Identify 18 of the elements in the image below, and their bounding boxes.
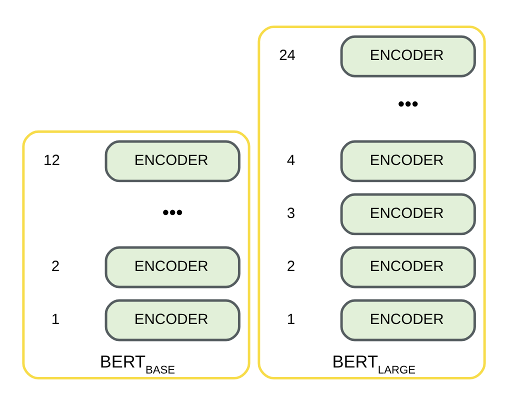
label: ••• — [162, 202, 183, 224]
node-box: ENCODER — [104, 140, 240, 182]
node-box: ENCODER — [340, 140, 476, 182]
node-label: 3 — [286, 206, 296, 222]
node-label: 1 — [51, 312, 60, 328]
node-label: 2 — [286, 259, 296, 276]
node-box: ENCODER — [104, 299, 240, 342]
node-box: ENCODER — [104, 246, 240, 288]
node-label: 4 — [286, 153, 296, 170]
label: ••• — [398, 93, 418, 116]
node-label: 2 — [51, 259, 60, 276]
node-box: ENCODER — [340, 193, 476, 236]
node-box: ENCODER — [340, 299, 476, 342]
node-box: ENCODER — [340, 246, 476, 288]
node-label: 12 — [44, 153, 60, 170]
node-label: 1 — [286, 312, 296, 328]
node-box: ENCODER — [340, 35, 476, 78]
node-label: 24 — [279, 48, 296, 64]
